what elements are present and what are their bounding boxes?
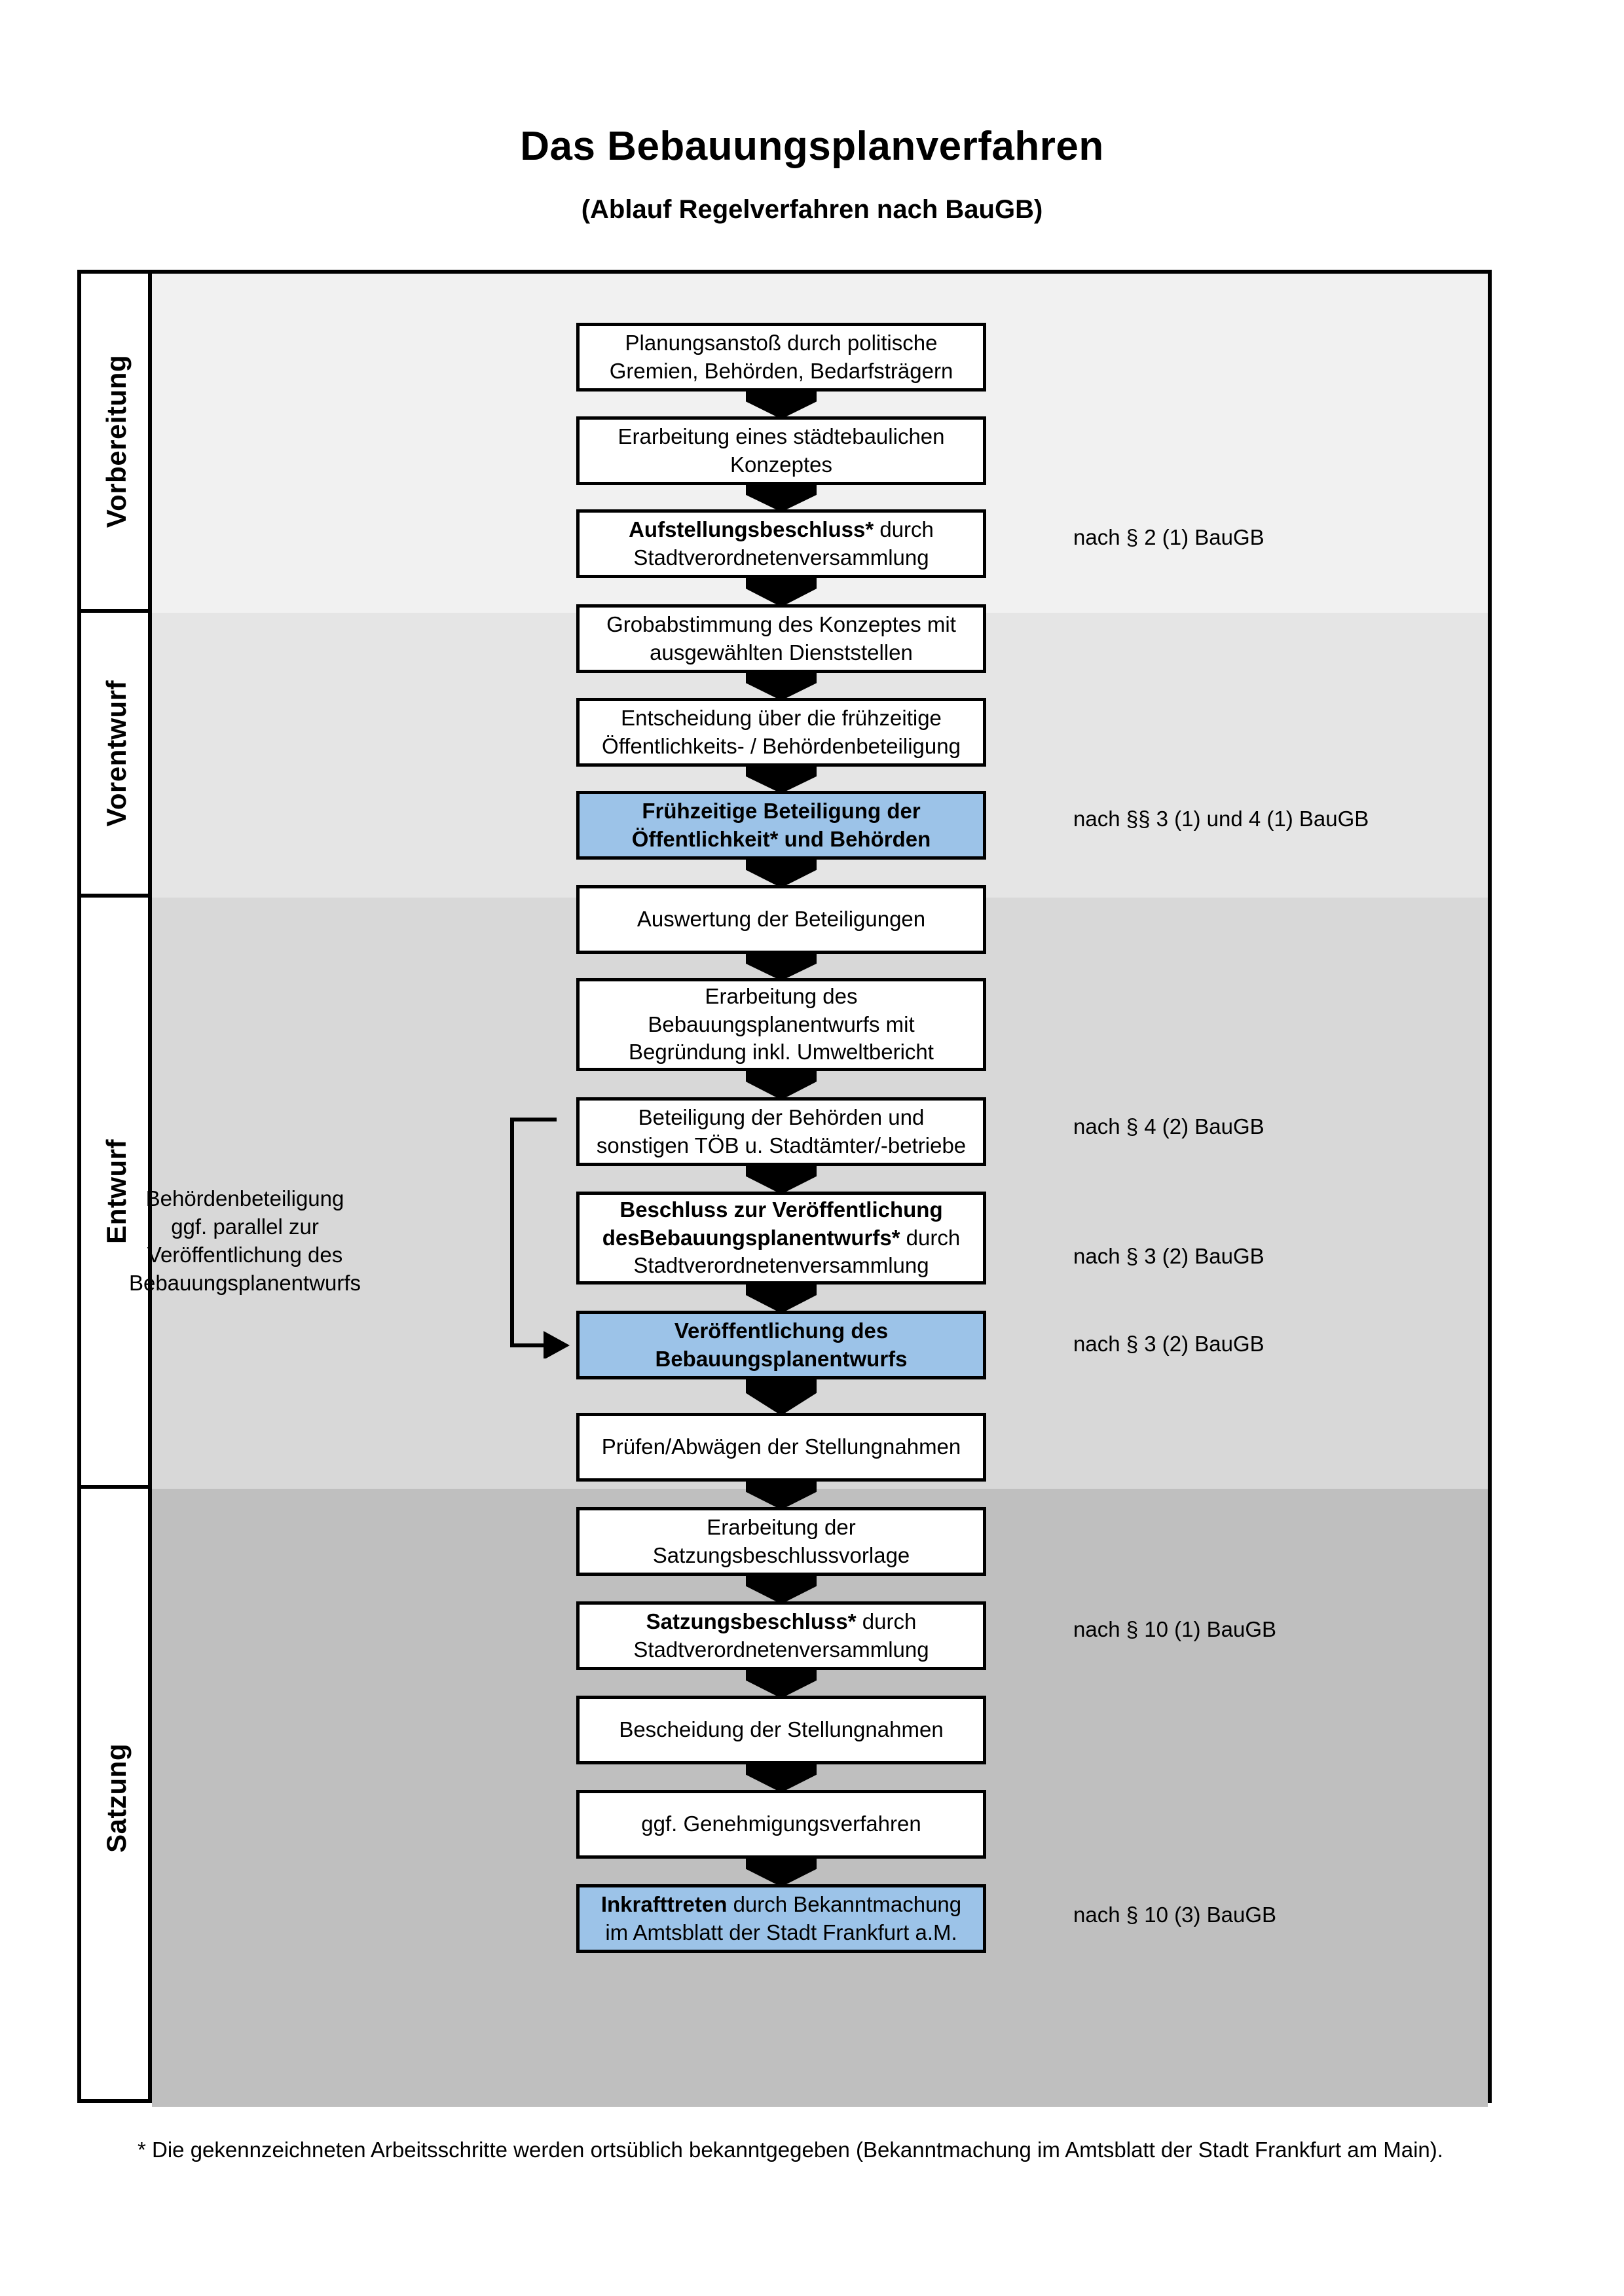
step-text-run: Satzungsbeschluss* [646, 1609, 857, 1633]
process-step-s4: Grobabstimmung des Konzeptes mit ausgewäh… [576, 604, 986, 673]
step-text-run: durch Bekanntmachung [727, 1891, 962, 1916]
process-step-s12: Prüfen/Abwägen der Stellungnahmen [576, 1413, 986, 1482]
step-text-run: Bescheidung der Stellungnahmen [619, 1717, 944, 1742]
step-text-run: Veröffentlichung des [674, 1318, 889, 1343]
step-label: Grobabstimmung des Konzeptes mit ausgewäh… [606, 611, 956, 667]
step-label: Beteiligung der Behörden und sonstigen TÖ… [597, 1104, 966, 1160]
phase-label-vorentwurf: Vorentwurf [81, 613, 152, 898]
step-text-run: Erarbeitung des [705, 983, 858, 1008]
step-label: Beschluss zur Veröffentlichung desBebauu… [586, 1196, 976, 1281]
step-text-run: Gremien, Behörden, Bedarfsträgern [609, 358, 953, 383]
step-text-run: Begründung inkl. Umweltbericht [629, 1040, 934, 1065]
step-text-run: durch [856, 1609, 917, 1633]
step-label: Inkrafttreten durch Bekanntmachung im Amt… [601, 1891, 961, 1947]
legal-reference-r5: nach § 3 (2) BauGB [1073, 1332, 1264, 1356]
step-text-run: im Amtsblatt der Stadt Frankfurt a.M. [605, 1920, 957, 1944]
process-step-s7: Auswertung der Beteiligungen [576, 885, 986, 954]
step-text-run: Öffentlichkeit* und Behörden [631, 826, 931, 851]
legal-reference-r3: nach § 4 (2) BauGB [1073, 1114, 1264, 1139]
footnote: * Die gekennzeichneten Arbeitsschritte w… [138, 2138, 1443, 2162]
step-text-run: sonstigen TÖB u. Stadtämter/-betriebe [596, 1133, 967, 1157]
page-title: Das Bebauungsplanverfahren [520, 124, 1104, 169]
step-text-run: Erarbeitung der [707, 1514, 856, 1539]
step-label: ggf. Genehmigungsverfahren [641, 1810, 921, 1838]
step-text-run: Prüfen/Abwägen der Stellungnahmen [601, 1434, 961, 1459]
document-header: Das Bebauungsplanverfahren (Ablauf Regel… [0, 0, 1624, 224]
side-note-line: Behördenbeteiligung [145, 1186, 344, 1211]
side-note-line: ggf. parallel zur [171, 1214, 319, 1239]
step-text-run: Stadtverordnetenversammlung [633, 1637, 929, 1662]
step-text-run: Inkrafttreten [600, 1891, 728, 1916]
step-text-run: Bebauungsplanentwurfs [655, 1346, 908, 1371]
step-text-run: Konzeptes [730, 452, 832, 477]
page-subtitle: (Ablauf Regelverfahren nach BauGB) [581, 195, 1043, 225]
step-text-run: Bebauungsplanentwurfs* [639, 1225, 900, 1250]
step-text-run: Öffentlichkeits- / Behördenbeteiligung [602, 733, 961, 758]
legal-reference-r7: nach § 10 (3) BauGB [1073, 1903, 1277, 1927]
step-text-run: Auswertung der Beteiligungen [637, 907, 926, 932]
step-text-run: Planungsanstoß durch politische [625, 330, 938, 355]
phase-label-text: Vorbereitung [101, 354, 132, 528]
legal-reference-r6: nach § 10 (1) BauGB [1073, 1617, 1277, 1641]
step-text-run: ausgewählten Dienststellen [650, 640, 913, 665]
step-text-run: Beteiligung der Behörden und [638, 1104, 925, 1129]
step-text-run: durch [874, 517, 934, 541]
step-text-run: Frühzeitige Beteiligung der [642, 798, 921, 823]
phase-label-text: Vorentwurf [101, 680, 132, 827]
branch-connector-arrow [510, 1118, 570, 1358]
process-step-s15: Bescheidung der Stellungnahmen [576, 1696, 986, 1764]
step-text-run: Erarbeitung eines städtebaulichen [618, 424, 945, 448]
process-step-s16: ggf. Genehmigungsverfahren [576, 1790, 986, 1859]
phase-label-satzung: Satzung [81, 1489, 152, 2107]
phase-label-vorbereitung: Vorbereitung [81, 274, 152, 613]
step-label: Auswertung der Beteiligungen [637, 905, 925, 934]
phase-label-entwurf: Entwurf [81, 898, 152, 1489]
legal-reference-r4: nach § 3 (2) BauGB [1073, 1244, 1264, 1268]
process-step-s10: Beschluss zur Veröffentlichung desBebauu… [576, 1192, 986, 1285]
step-text-run: Beschluss zur Veröffentlichung des [602, 1197, 943, 1250]
step-text-run: Stadtverordnetenversammlung [633, 1253, 929, 1278]
step-text-run: Aufstellungsbeschluss* [629, 517, 874, 541]
legal-reference-r2: nach §§ 3 (1) und 4 (1) BauGB [1073, 807, 1369, 831]
connector-arrowhead [544, 1331, 570, 1358]
step-text-run: ggf. Genehmigungsverfahren [641, 1812, 921, 1836]
step-text-run: Satzungsbeschlussvorlage [652, 1542, 910, 1567]
step-label: Prüfen/Abwägen der Stellungnahmen [602, 1433, 961, 1461]
side-note-line: Bebauungsplanentwurfs [128, 1270, 361, 1295]
side-note-line: Veröffentlichung des [147, 1242, 343, 1267]
step-text-run: Grobabstimmung des Konzeptes mit [606, 611, 956, 636]
connector-line [510, 1118, 557, 1347]
step-text-run: Stadtverordnetenversammlung [633, 545, 929, 570]
step-label: Bescheidung der Stellungnahmen [619, 1716, 943, 1744]
step-text-run: Entscheidung über die frühzeitige [621, 705, 942, 730]
step-text-run: Bebauungsplanentwurfs mit [648, 1011, 915, 1036]
process-step-s17: Inkrafttreten durch Bekanntmachung im Amt… [576, 1884, 986, 1953]
legal-reference-r1: nach § 2 (1) BauGB [1073, 525, 1264, 549]
phase-label-text: Satzung [101, 1743, 132, 1853]
process-step-s9: Beteiligung der Behörden und sonstigen TÖ… [576, 1097, 986, 1166]
step-text-run: durch [900, 1225, 961, 1250]
